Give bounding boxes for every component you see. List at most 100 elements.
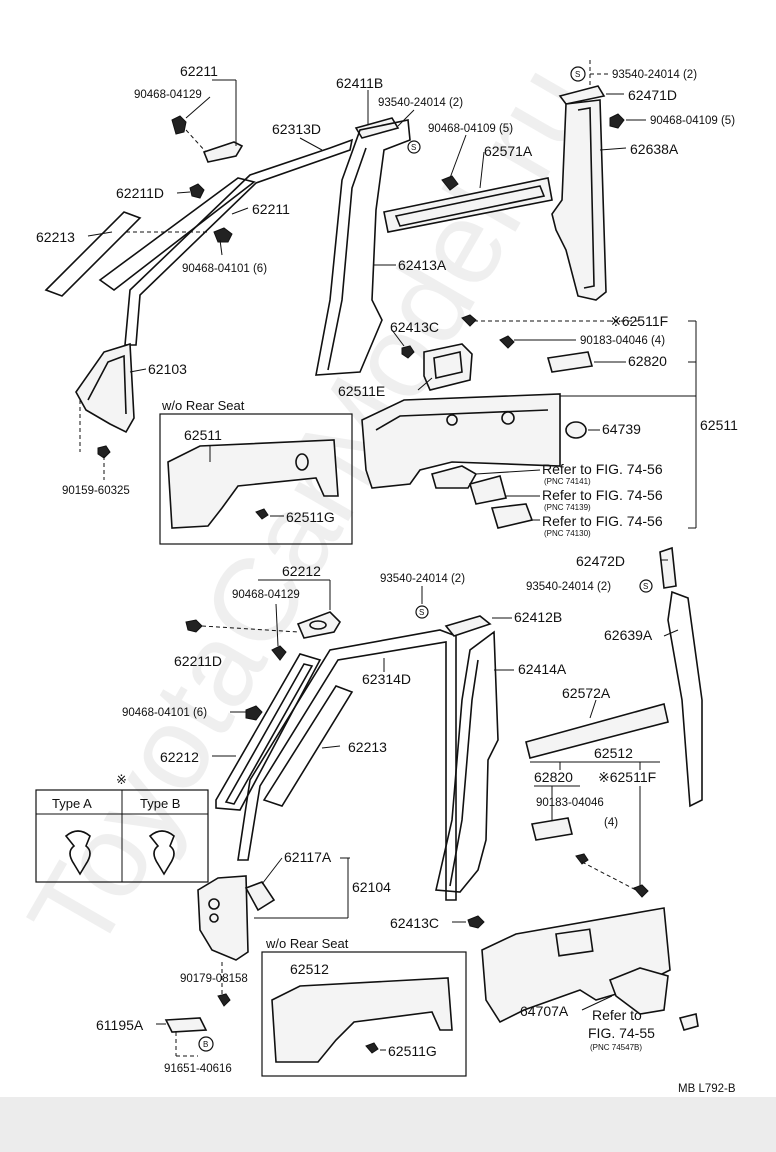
lower-center-group: S [415, 586, 669, 929]
label-type-b: Type B [140, 796, 180, 811]
clip-type-a-icon [64, 830, 91, 876]
lower-left-group: B [156, 579, 457, 1057]
label-qty-4: (4) [604, 817, 618, 829]
label-90468-04101: 90468-04101 (6) [182, 263, 267, 275]
label-90468-04109-b: 90468-04109 (5) [650, 115, 735, 127]
part-62213-b [262, 685, 354, 807]
part-62117A [244, 881, 276, 912]
label-93540-24014-d: 93540-24014 (2) [526, 581, 611, 593]
clip-62413C [401, 345, 415, 359]
refer-part-74130 [490, 503, 534, 529]
label-star: ※ [116, 772, 127, 787]
part-62313D [124, 138, 354, 346]
clip-62511G [255, 508, 269, 520]
label-refer-4-pnc: (PNC 74547B) [590, 1043, 642, 1052]
label-90159-60325: 90159-60325 [62, 485, 130, 497]
label-62511G: 62511G [286, 509, 335, 525]
label-62471D: 62471D [628, 87, 677, 103]
label-62413C-b: 62413C [390, 915, 439, 931]
labels: 62211 90468-04129 62313D 62211D 62211 62… [36, 63, 738, 1095]
clip-62511F-a [461, 314, 477, 327]
label-62820-b: 62820 [534, 769, 573, 785]
label-refer-4b: FIG. 74-55 [588, 1025, 655, 1041]
part-62512 [481, 907, 671, 1024]
footer-band [0, 1097, 776, 1152]
clip-90468-04129 [171, 115, 187, 135]
wo-rear-seat-box-1 [159, 413, 353, 545]
label-62213: 62213 [36, 229, 75, 245]
label-62414A: 62414A [518, 661, 567, 677]
label-type-a: Type A [52, 796, 92, 811]
label-refer-3: Refer to FIG. 74-56 [542, 513, 663, 529]
label-62472D: 62472D [576, 553, 625, 569]
part-62211-pillar [98, 177, 256, 291]
part-61195A [164, 1017, 208, 1033]
clip-90468-04109-a [441, 175, 459, 191]
screw-symbol-s3 [415, 605, 429, 619]
label-64707A: 64707A [520, 1003, 569, 1019]
label-62211-b: 62211 [252, 201, 290, 217]
label-refer-3-pnc: (PNC 74130) [544, 529, 591, 538]
clip-62211D [189, 183, 205, 199]
screw-symbol-s2 [570, 66, 586, 82]
label-62412B: 62412B [514, 609, 562, 625]
label-93540-24014-c: 93540-24014 (2) [380, 573, 465, 585]
part-62511 [361, 393, 561, 489]
part-62512-alt [271, 977, 453, 1063]
label-62103: 62103 [148, 361, 187, 377]
label-refer-1: Refer to FIG. 74-56 [542, 461, 663, 477]
label-62512-box: 62512 [290, 961, 329, 977]
label-refer-2-pnc: (PNC 74139) [544, 503, 591, 512]
clip-62511G-b [365, 1042, 379, 1054]
screw-symbol-s1 [407, 140, 421, 154]
part-62211-upper [202, 141, 244, 163]
part-62472D [659, 546, 677, 589]
clip-90468-04101-b [245, 705, 263, 721]
part-62212 [215, 653, 322, 811]
label-90183-04046-b: 90183-04046 [536, 797, 604, 809]
clip-62511F-b [633, 884, 649, 898]
label-62572A: 62572A [562, 685, 611, 701]
label-90468-04129: 90468-04129 [134, 89, 202, 101]
label-62511F: ※62511F [610, 313, 668, 329]
lower-right-group: S [481, 546, 703, 1031]
symbol-s3-label: S [419, 608, 424, 617]
label-refer-2: Refer to FIG. 74-56 [542, 487, 663, 503]
label-91651-40616: 91651-40616 [164, 1063, 232, 1075]
label-62511E: 62511E [338, 383, 385, 399]
clip-90159-60325 [97, 445, 111, 459]
label-figure-code: MB L792-B [678, 1083, 736, 1095]
upper-center-group: S [315, 90, 553, 391]
bolt-symbol-b [198, 1036, 214, 1052]
part-62414A [435, 630, 499, 893]
part-62413A [315, 119, 411, 376]
part-62820 [546, 351, 594, 373]
clip-90468-04101 [213, 227, 233, 243]
refer-part-74547B [678, 1013, 699, 1031]
label-61195A: 61195A [96, 1017, 144, 1033]
label-90468-04109-a: 90468-04109 (5) [428, 123, 513, 135]
symbol-s2-label: S [575, 70, 580, 79]
clip-90468-04129-b [271, 645, 287, 661]
clip-type-table [35, 789, 209, 883]
screw-symbol-s4 [639, 579, 653, 593]
part-64707A [608, 967, 669, 1015]
label-62511F-b: ※62511F [598, 769, 656, 785]
clip-90468-04109-b [609, 113, 625, 129]
label-90468-04101-b: 90468-04101 (6) [122, 707, 207, 719]
label-refer-1-pnc: (PNC 74141) [544, 477, 591, 486]
clip-type-b-icon [148, 830, 175, 876]
label-62413C: 62413C [390, 319, 439, 335]
label-90183-04046: 90183-04046 (4) [580, 335, 665, 347]
part-62471D [558, 85, 606, 105]
part-62103 [75, 342, 135, 434]
part-62104 [197, 875, 249, 961]
label-62211: 62211 [180, 63, 218, 79]
clip-62211D-b [185, 619, 203, 633]
refer-part-74139 [468, 475, 507, 505]
nut-90179-08158 [217, 993, 231, 1007]
label-90468-04129-b: 90468-04129 [232, 589, 300, 601]
symbol-s1-label: S [411, 143, 416, 152]
label-62313D: 62313D [272, 121, 321, 137]
parts-diagram: ToyotaCarModel.ru [3, 44, 738, 1095]
